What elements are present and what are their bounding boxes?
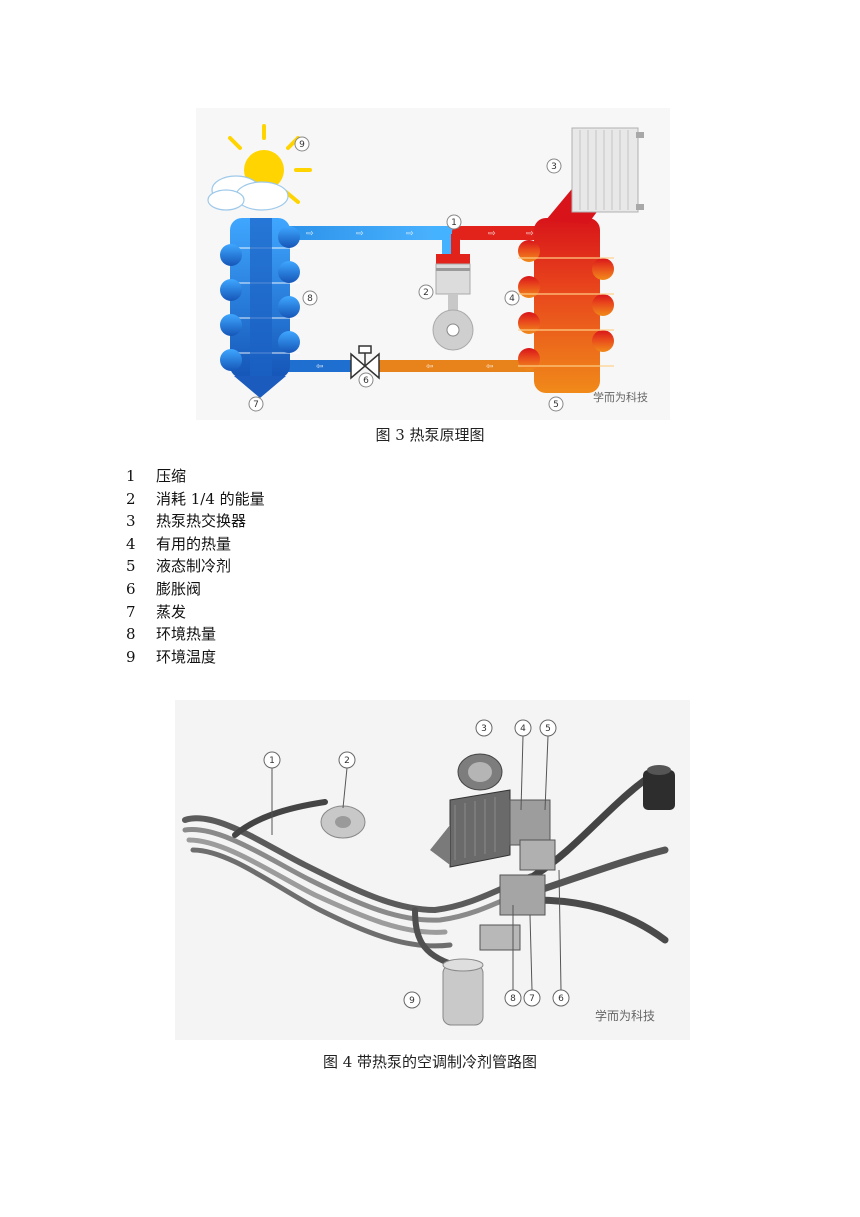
- svg-text:3: 3: [551, 162, 557, 172]
- callout-4: 4: [514, 719, 532, 737]
- svg-text:⇨: ⇨: [356, 229, 364, 239]
- callout-9: 9: [294, 136, 310, 152]
- cloud-icon: [207, 175, 289, 211]
- compressor-part: [320, 805, 366, 839]
- valve-block: [479, 799, 556, 951]
- svg-text:8: 8: [510, 994, 516, 1004]
- watermark: 学而为科技: [593, 390, 648, 404]
- callout-8: 8: [504, 989, 522, 1007]
- figure4-caption: 图 4 带热泵的空调制冷剂管路图: [322, 1053, 538, 1071]
- callout-2: 2: [338, 751, 356, 769]
- svg-text:⇨: ⇨: [306, 229, 314, 239]
- radiator-icon: [571, 127, 644, 213]
- blower-motor: [457, 753, 503, 791]
- svg-text:1: 1: [451, 218, 457, 228]
- svg-text:3: 3: [481, 724, 487, 734]
- expansion-tank: [643, 765, 675, 810]
- watermark: 学而为科技: [595, 1008, 655, 1023]
- evaporator-coil: [220, 218, 300, 398]
- pipe-to-compressor: [432, 226, 456, 256]
- svg-text:5: 5: [553, 400, 559, 410]
- callout-7: 7: [523, 989, 541, 1007]
- dryer-bottle: [442, 958, 484, 1026]
- compressor: [432, 254, 474, 351]
- svg-text:⇨: ⇨: [406, 229, 414, 239]
- callout-3: 3: [475, 719, 493, 737]
- figure3-caption: 图 3 热泵原理图: [375, 426, 485, 444]
- callout-4: 4: [504, 290, 520, 306]
- callout-5: 5: [548, 396, 564, 412]
- svg-text:4: 4: [509, 294, 515, 304]
- callout-9: 9: [403, 991, 421, 1009]
- refrigerant-piping-diagram: 1 2 3 4 5 8 7 6 9 学而为科技: [175, 700, 690, 1040]
- svg-text:9: 9: [409, 996, 415, 1006]
- svg-text:1: 1: [269, 756, 275, 766]
- cold-pipe-bottom: [271, 360, 361, 372]
- svg-text:⇨: ⇨: [526, 229, 534, 239]
- svg-text:6: 6: [558, 994, 564, 1004]
- svg-text:6: 6: [363, 376, 369, 386]
- callout-5: 5: [539, 719, 557, 737]
- callout-8: 8: [302, 290, 318, 306]
- svg-text:9: 9: [299, 140, 305, 150]
- callout-7: 7: [248, 396, 264, 412]
- expansion-valve-icon: [350, 345, 380, 380]
- cold-pipe-top: [271, 226, 446, 240]
- callout-1: 1: [446, 214, 462, 230]
- callout-1: 1: [263, 751, 281, 769]
- svg-text:⇨: ⇨: [488, 229, 496, 239]
- svg-text:⇦: ⇦: [316, 362, 324, 372]
- callout-2: 2: [418, 284, 434, 300]
- svg-text:2: 2: [344, 756, 350, 766]
- svg-text:2: 2: [423, 288, 429, 298]
- heater-core: [430, 789, 511, 868]
- heat-pump-principle-diagram: ⇨⇨⇨ ⇨⇨ ⇦⇦⇦⇦: [196, 108, 670, 420]
- svg-text:7: 7: [529, 994, 535, 1004]
- callout-6: 6: [358, 372, 374, 388]
- svg-text:7: 7: [253, 400, 259, 410]
- svg-text:8: 8: [307, 294, 313, 304]
- svg-text:5: 5: [545, 724, 551, 734]
- evaporate-arrow: [234, 376, 286, 398]
- svg-text:4: 4: [520, 724, 526, 734]
- svg-text:⇦: ⇦: [486, 362, 494, 372]
- callout-3: 3: [546, 158, 562, 174]
- svg-text:⇦: ⇦: [426, 362, 434, 372]
- callout-6: 6: [552, 989, 570, 1007]
